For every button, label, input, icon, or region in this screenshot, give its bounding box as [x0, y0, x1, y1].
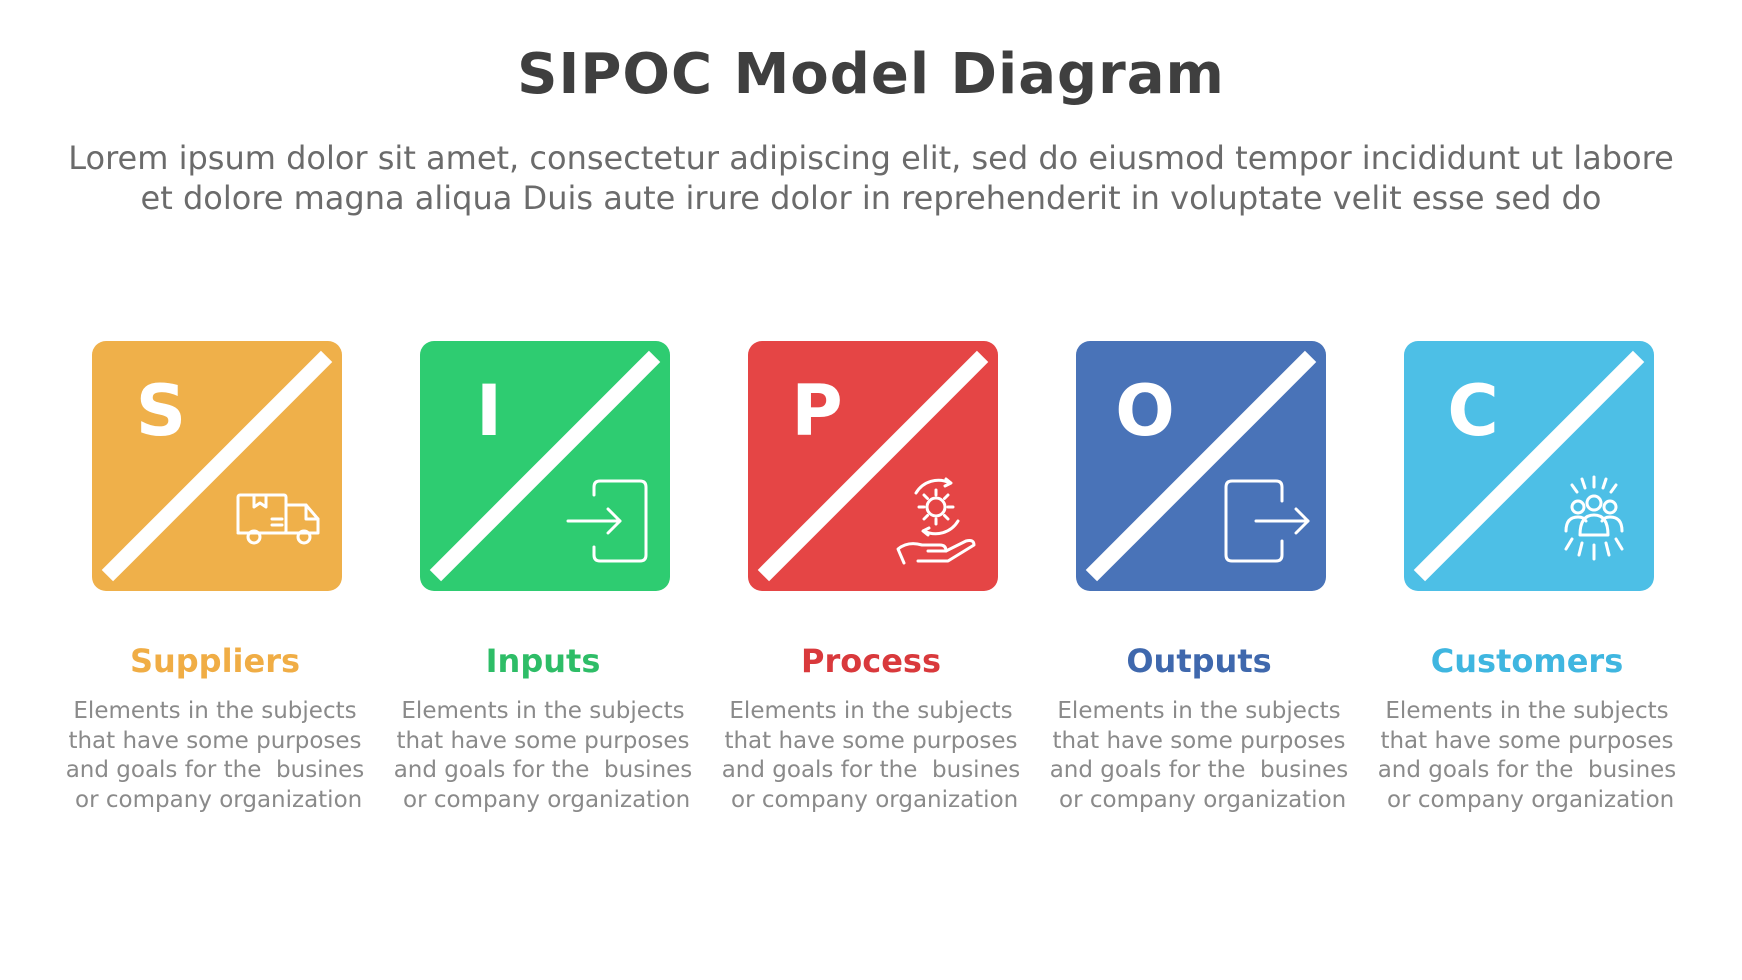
description-line: or company organization — [1051, 786, 1347, 813]
page-subtitle: Lorem ipsum dolor sit amet, consectetur … — [60, 138, 1682, 218]
inputs-tile: I — [420, 341, 670, 591]
description-line: and goals for the busines — [1377, 757, 1677, 783]
login-arrow-icon — [560, 471, 660, 571]
description-line: and goals for the busines — [65, 757, 365, 783]
description-line: or company organization — [395, 786, 691, 813]
page-title: SIPOC Model Diagram — [517, 42, 1225, 107]
logout-arrow-icon — [1216, 471, 1316, 571]
step-title: Inputs — [485, 642, 601, 680]
description-line: that have some purposes — [724, 727, 1018, 754]
tile-letter: O — [1115, 370, 1175, 452]
description-line: Elements in the subjects — [729, 698, 1013, 724]
suppliers-tile: S — [92, 341, 342, 591]
description-line: Elements in the subjects — [1385, 698, 1669, 724]
tile-letter: S — [135, 370, 187, 452]
customers-tile: C — [1404, 341, 1654, 591]
gear-on-hand-icon — [888, 471, 988, 571]
customers-group-icon — [1544, 471, 1644, 571]
tile-letter: C — [1447, 370, 1499, 452]
description-line: that have some purposes — [1380, 727, 1674, 754]
description-line: or company organization — [1379, 786, 1675, 813]
process-tile: P — [748, 341, 998, 591]
step-description: Elements in the subjects that have some … — [378, 697, 708, 815]
step-description: Elements in the subjects that have some … — [706, 697, 1036, 815]
description-line: and goals for the busines — [721, 757, 1021, 783]
description-line: or company organization — [67, 786, 363, 813]
step-description: Elements in the subjects that have some … — [50, 697, 380, 815]
outputs-tile: O — [1076, 341, 1326, 591]
step-title: Outputs — [1126, 642, 1272, 680]
delivery-truck-icon — [232, 471, 332, 571]
step-title: Suppliers — [129, 642, 301, 680]
description-line: Elements in the subjects — [1057, 698, 1341, 724]
step-title: Customers — [1430, 642, 1624, 680]
description-line: that have some purposes — [68, 727, 362, 754]
description-line: that have some purposes — [1052, 727, 1346, 754]
subtitle-line: et dolore magna aliqua Duis aute irure d… — [140, 179, 1602, 217]
description-line: Elements in the subjects — [73, 698, 357, 724]
subtitle-line: Lorem ipsum dolor sit amet, consectetur … — [68, 139, 1674, 177]
step-description: Elements in the subjects that have some … — [1034, 697, 1364, 815]
step-title: Process — [801, 642, 941, 680]
description-line: that have some purposes — [396, 727, 690, 754]
step-description: Elements in the subjects that have some … — [1362, 697, 1692, 815]
tile-letter: P — [791, 370, 843, 452]
description-line: and goals for the busines — [1049, 757, 1349, 783]
description-line: and goals for the busines — [393, 757, 693, 783]
description-line: Elements in the subjects — [401, 698, 685, 724]
description-line: or company organization — [723, 786, 1019, 813]
tile-letter: I — [475, 370, 503, 452]
